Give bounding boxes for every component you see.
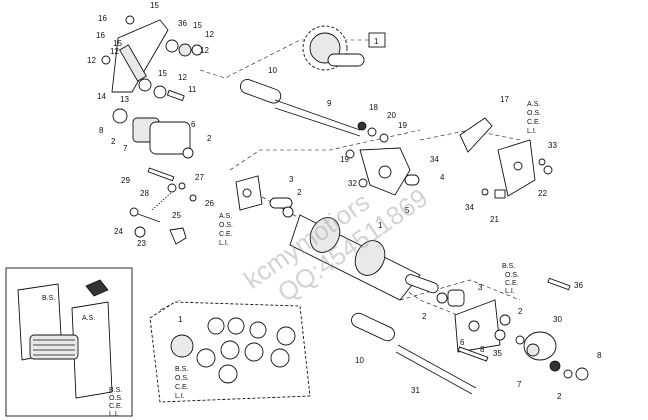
callout-label: 35 (493, 349, 502, 358)
bs-plate (149, 301, 311, 403)
callout-label: 10 (355, 356, 364, 365)
callout-label: L.I. (109, 411, 119, 418)
callout-label: A.S. (219, 213, 232, 220)
callout-label: O.S. (219, 222, 233, 229)
callout-label: 3 (478, 283, 483, 292)
callout-label: B.S. (502, 263, 515, 270)
callout-label: 8 (480, 345, 485, 354)
tensioner-arm-upper (101, 15, 203, 159)
callout-label: 21 (490, 215, 499, 224)
callout-label: 31 (411, 386, 420, 395)
inset-label-bs: B.S. (42, 295, 55, 302)
callout-label: 34 (465, 203, 474, 212)
callout-label: 15 (158, 69, 167, 78)
callout-label: L.I. (219, 240, 229, 247)
callout-label: 29 (121, 176, 130, 185)
callout-label: 36 (574, 281, 583, 290)
callout-label: A.S. (527, 101, 540, 108)
callout-label: O.S. (109, 395, 123, 402)
callout-label: 16 (96, 31, 105, 40)
lower-handle-and-rod (351, 312, 477, 395)
callout-label: 8 (99, 126, 104, 135)
callout-label: 8 (597, 351, 602, 360)
callout-label: C.E. (505, 280, 519, 287)
callout-label: 6 (191, 120, 196, 129)
callout-label: 7 (517, 380, 522, 389)
callout-label: 24 (114, 227, 123, 236)
callout-label: 6 (460, 338, 465, 347)
center-hardware (345, 121, 420, 196)
callout-label: 2 (422, 312, 427, 321)
callout-label: O.S. (505, 272, 519, 279)
callout-label: 33 (548, 141, 557, 150)
callout-label: 19 (340, 155, 349, 164)
callout-label: 2 (557, 392, 562, 401)
callout-label: 23 (137, 239, 146, 248)
shaft-9 (239, 79, 361, 137)
reference-box: 1 (368, 32, 386, 48)
callout-label: 3 (289, 175, 294, 184)
callout-label: 15 (193, 21, 202, 30)
inset-label-as: A.S. (82, 315, 95, 322)
callout-label: 1 (378, 221, 383, 230)
callout-label: C.E. (219, 231, 233, 238)
assembly-guide-lines (159, 39, 521, 321)
callout-label: 26 (205, 199, 214, 208)
callout-label: 11 (188, 85, 197, 94)
bracket-17 (459, 117, 553, 199)
callout-label: 12 (110, 47, 119, 56)
callout-label: 22 (538, 189, 547, 198)
callout-label: O.S. (527, 110, 541, 117)
callout-label: L.I. (175, 393, 185, 400)
callout-label: 36 (178, 19, 187, 28)
callout-label: 12 (178, 73, 187, 82)
callout-label: 12 (205, 30, 214, 39)
callout-label: 20 (387, 111, 396, 120)
callout-label: 2 (111, 137, 116, 146)
callout-label: 17 (500, 95, 509, 104)
reference-box-label: 1 (374, 37, 379, 46)
callout-label: 13 (120, 95, 129, 104)
callout-label: 5 (405, 206, 410, 215)
callout-label: L.I. (505, 288, 515, 295)
callout-label: 27 (195, 173, 204, 182)
inset-detail-box: B.S. A.S. (5, 267, 133, 417)
callout-label: 34 (430, 155, 439, 164)
callout-label: 16 (98, 14, 107, 23)
callout-label: 25 (172, 211, 181, 220)
callout-label: 2 (518, 307, 523, 316)
callout-label: 10 (268, 66, 277, 75)
callout-label: 4 (440, 173, 445, 182)
callout-label: O.S. (175, 375, 189, 382)
callout-label: 12 (200, 46, 209, 55)
callout-label: 2 (207, 134, 212, 143)
callout-label: C.E. (109, 403, 123, 410)
callout-label: B.S. (175, 366, 188, 373)
callout-label: 1 (178, 315, 183, 324)
callout-label: 28 (140, 189, 149, 198)
callout-label: 30 (553, 315, 562, 324)
main-roller (269, 197, 448, 304)
callout-label: 2 (297, 188, 302, 197)
callout-label: 19 (398, 121, 407, 130)
callout-label: 14 (97, 92, 106, 101)
callout-label: L.I. (527, 128, 537, 135)
callout-label: 32 (348, 179, 357, 188)
callout-label: 15 (113, 39, 122, 48)
callout-label: 7 (123, 144, 128, 153)
sprocket-top (302, 25, 365, 71)
callout-label: C.E. (175, 384, 189, 391)
lower-left-hardware (129, 167, 263, 245)
callout-label: B.S. (109, 387, 122, 394)
callout-label: 15 (150, 1, 159, 10)
lower-right-assembly (447, 277, 589, 381)
callout-label: 12 (87, 56, 96, 65)
callout-label: 9 (327, 99, 332, 108)
callout-label: C.E. (527, 119, 541, 126)
callout-label: 18 (369, 103, 378, 112)
